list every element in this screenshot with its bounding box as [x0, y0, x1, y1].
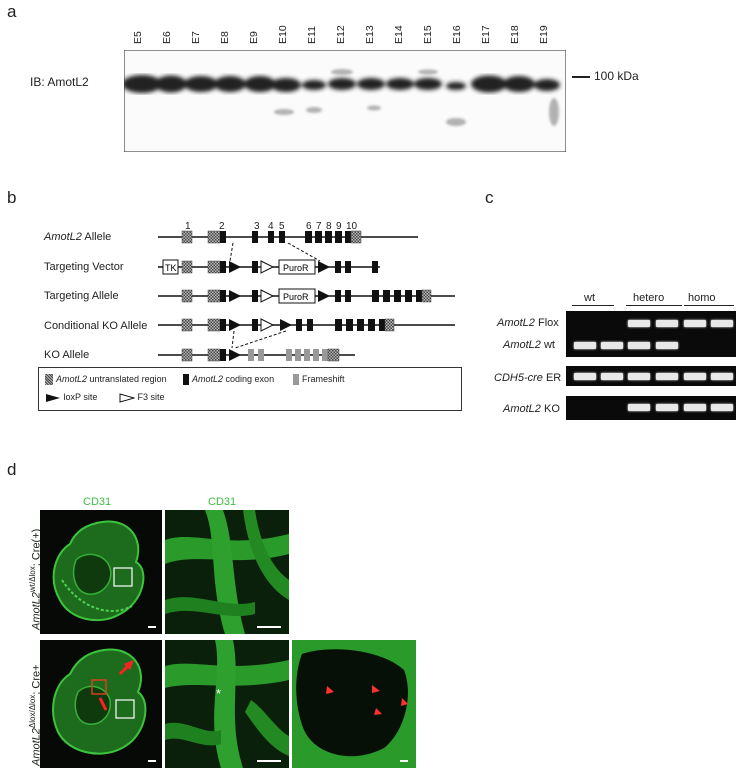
utr-swatch — [45, 374, 53, 386]
blot-label: IB: AmotL2 — [30, 75, 89, 89]
panel-letter-c: c — [485, 188, 494, 207]
group-label-hetero: hetero — [633, 292, 665, 304]
exon-number: 6 — [306, 221, 312, 232]
embryo-image-ko — [40, 640, 162, 768]
asterisk-marker: * — [216, 686, 221, 701]
cd31-label-2: CD31 — [208, 496, 237, 508]
row-label-ko-allele: KO Allele — [44, 349, 90, 361]
exon-number: 8 — [326, 221, 332, 232]
tk-label: TK — [165, 263, 177, 273]
lane-label: E16 — [451, 25, 463, 44]
panel-letter-d: d — [7, 460, 17, 479]
group-bracket-hetero — [626, 305, 682, 306]
row-label-allele: AmotL2 Allele — [44, 231, 111, 243]
gel-label-ko-text: KO — [540, 403, 560, 415]
lane-label: E11 — [306, 26, 318, 44]
targeting-vector-row: TK PuroR — [158, 259, 380, 275]
gel-label-flox-text: Flox — [534, 317, 559, 329]
gel-label-cdh5-text: ER — [542, 372, 562, 384]
legend-utr-gene: AmotL2 — [56, 374, 88, 384]
legend-f3-text: F3 site — [137, 392, 165, 402]
row-label-conditional-ko: Conditional KO Allele — [44, 320, 148, 332]
marker-label: 100 kDa — [594, 69, 639, 83]
panel-letter-b: b — [7, 188, 17, 207]
embryo-image-control — [40, 510, 162, 634]
puror-label: PuroR — [283, 263, 309, 273]
gel-label-cdh5: CDH5-cre ER — [494, 372, 561, 384]
panel-letter-a: a — [7, 2, 17, 21]
legend-coding: AmotL2 coding exon — [183, 374, 275, 386]
cd31-zoom-ko: * — [165, 640, 289, 768]
legend-utr-text: untranslated region — [87, 374, 167, 384]
group-bracket-homo — [684, 305, 734, 306]
f3-icon — [119, 392, 136, 403]
row-label-allele-text: Allele — [81, 231, 112, 243]
legend-utr: AmotL2 untranslated region — [45, 374, 167, 386]
row-label-allele-gene: AmotL2 — [44, 231, 82, 243]
ko-allele-row — [158, 348, 355, 362]
legend-loxp-text: loxP site — [63, 392, 98, 402]
lane-label: E14 — [393, 25, 405, 44]
lane-label: E7 — [190, 31, 202, 44]
row-label-targeting-vector: Targeting Vector — [44, 261, 124, 273]
exon-number: 3 — [254, 221, 260, 232]
lane-label: E17 — [480, 25, 492, 44]
exon-number: 7 — [316, 221, 322, 232]
exon-number: 2 — [219, 221, 225, 232]
frameshift-swatch — [293, 374, 299, 386]
lane-label: E10 — [277, 25, 289, 44]
lane-label: E6 — [161, 31, 173, 44]
cd31-label-1: CD31 — [83, 496, 112, 508]
row-label-targeting-allele: Targeting Allele — [44, 290, 119, 302]
gene-targeting-diagram: 1 2 3 4 5 6 7 8 9 10 TK — [158, 221, 455, 362]
exon-number-labels: 1 2 3 4 5 6 7 8 9 10 — [185, 221, 358, 232]
diagram-legend: AmotL2 untranslated region AmotL2 coding… — [38, 367, 462, 411]
gel-label-cdh5-gene: CDH5-cre — [494, 372, 543, 384]
western-blot-image — [124, 50, 566, 152]
coding-swatch — [183, 374, 189, 386]
gel-label-flox-gene: AmotL2 — [497, 317, 535, 329]
targeting-allele-row: PuroR — [158, 288, 455, 304]
legend-loxp: loxP site — [45, 392, 97, 403]
group-label-wt: wt — [584, 292, 595, 304]
genotype-ko-sup: Δlox/Δlox — [28, 694, 37, 729]
allele-row — [158, 230, 418, 262]
gel-ko — [566, 396, 736, 420]
exon-number: 9 — [336, 221, 342, 232]
lane-label: E13 — [364, 25, 376, 44]
lane-label: E8 — [219, 31, 231, 44]
gel-label-wt-gene: AmotL2 — [503, 339, 541, 351]
exon-number: 1 — [185, 221, 191, 232]
group-bracket-wt — [572, 305, 614, 306]
gel-label-wt-text: wt — [540, 339, 555, 351]
marker-tick — [572, 76, 590, 78]
gel-label-flox: AmotL2 Flox — [497, 317, 559, 329]
lane-label: E9 — [248, 31, 260, 44]
lane-label: E15 — [422, 25, 434, 44]
exon-number: 5 — [279, 221, 285, 232]
lane-label: E19 — [538, 25, 550, 44]
legend-f3: F3 site — [119, 392, 165, 403]
gel-label-ko: AmotL2 KO — [503, 403, 560, 415]
loxp-icon — [46, 393, 60, 402]
lane-label: E12 — [335, 25, 347, 44]
legend-frameshift-text: Frameshift — [302, 374, 345, 384]
exon-number: 4 — [268, 221, 274, 232]
lane-label: E5 — [132, 31, 144, 44]
cd31-detail-ko — [292, 640, 416, 768]
legend-coding-text: coding exon — [223, 374, 275, 384]
genotype-control-sup: wt/Δlox — [28, 566, 37, 593]
exon-number: 10 — [346, 221, 358, 232]
gel-flox-wt — [566, 311, 736, 357]
gel-cdh5 — [566, 366, 736, 386]
legend-coding-gene: AmotL2 — [192, 374, 224, 384]
gel-label-wt: AmotL2 wt — [503, 339, 555, 351]
lane-label: E18 — [509, 25, 521, 44]
cd31-zoom-control — [165, 510, 289, 634]
legend-frameshift: Frameshift — [293, 374, 345, 386]
conditional-ko-row — [158, 318, 455, 349]
group-label-homo: homo — [688, 292, 716, 304]
puror-label: PuroR — [283, 292, 309, 302]
gel-label-ko-gene: AmotL2 — [503, 403, 541, 415]
